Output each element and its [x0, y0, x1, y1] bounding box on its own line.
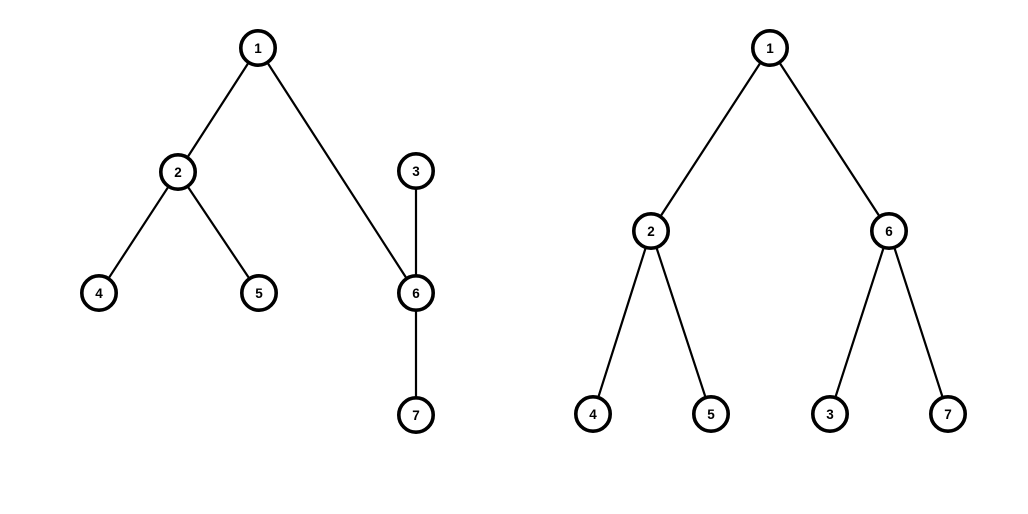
node-7[interactable]: 7 — [396, 395, 435, 434]
edge-2-5 — [655, 247, 707, 398]
edge-6-3 — [834, 247, 885, 398]
node-2[interactable]: 2 — [631, 212, 670, 251]
node-circle-2[interactable] — [631, 212, 670, 251]
node-circle-6[interactable] — [396, 273, 435, 312]
edge-2-4 — [107, 185, 170, 280]
node-4[interactable]: 4 — [80, 273, 119, 312]
node-6[interactable]: 6 — [396, 273, 435, 312]
node-3[interactable]: 3 — [810, 394, 849, 433]
node-2[interactable]: 2 — [159, 153, 198, 192]
node-circle-7[interactable] — [396, 395, 435, 434]
right-graph-edges — [597, 61, 944, 398]
node-circle-2[interactable] — [159, 153, 198, 192]
edges-layer — [107, 61, 944, 399]
node-1[interactable]: 1 — [239, 28, 278, 68]
node-circle-1[interactable] — [750, 28, 789, 68]
edge-1-6 — [778, 61, 881, 218]
node-circle-7[interactable] — [928, 394, 967, 433]
edge-2-4 — [597, 247, 647, 398]
edge-1-2 — [659, 61, 762, 218]
node-circle-5[interactable] — [240, 273, 279, 312]
edge-1-6 — [266, 62, 408, 279]
node-circle-3[interactable] — [810, 394, 849, 433]
node-4[interactable]: 4 — [573, 394, 612, 433]
left-graph-edges — [107, 62, 418, 399]
node-1[interactable]: 1 — [750, 28, 789, 68]
node-circle-4[interactable] — [80, 273, 119, 312]
node-circle-6[interactable] — [869, 212, 908, 251]
node-7[interactable]: 7 — [928, 394, 967, 433]
node-6[interactable]: 6 — [869, 212, 908, 251]
left-graph-nodes: 1 2 3 4 5 6 7 — [80, 28, 435, 434]
node-3[interactable]: 3 — [396, 152, 435, 191]
node-circle-5[interactable] — [691, 394, 730, 433]
edge-6-7 — [893, 247, 944, 398]
node-circle-4[interactable] — [573, 394, 612, 433]
nodes-layer: 1 2 3 4 5 6 7 1 2 6 4 5 3 7 — [80, 28, 967, 434]
edge-2-5 — [186, 185, 251, 280]
node-circle-1[interactable] — [239, 28, 278, 68]
node-5[interactable]: 5 — [691, 394, 730, 433]
edge-1-2 — [186, 62, 250, 158]
node-5[interactable]: 5 — [240, 273, 279, 312]
right-graph-nodes: 1 2 6 4 5 3 7 — [573, 28, 967, 433]
node-circle-3[interactable] — [396, 152, 435, 191]
